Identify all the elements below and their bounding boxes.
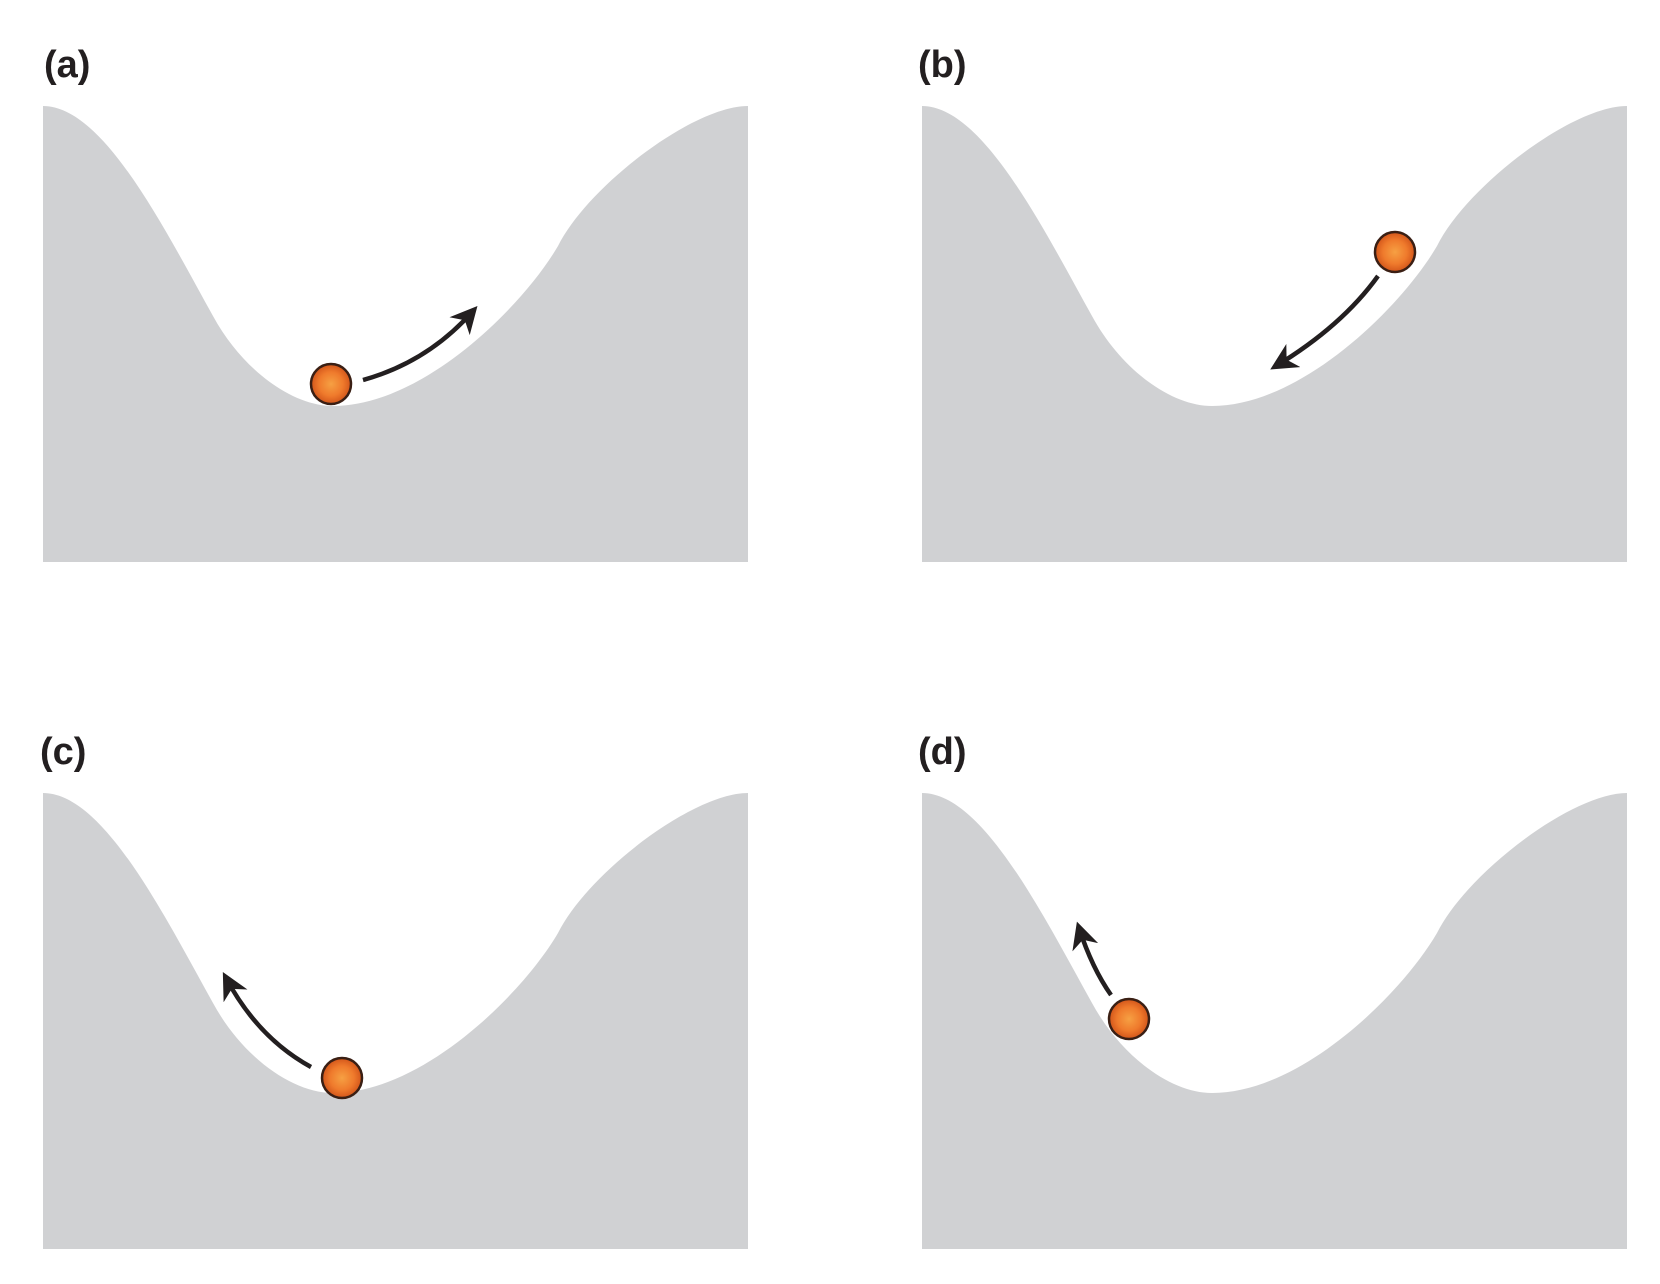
potential-landscape (922, 106, 1627, 562)
potential-landscape (43, 106, 748, 562)
ball (1373, 230, 1417, 274)
panel-c (43, 793, 748, 1249)
motion-arrow (362, 305, 478, 383)
ball (320, 1056, 364, 1100)
panel-label-a: (a) (44, 44, 91, 86)
panel-label-c: (c) (40, 731, 87, 773)
ball (309, 362, 353, 406)
panel-label-d: (d) (918, 731, 967, 773)
panel-label-b: (b) (918, 44, 967, 86)
panel-b (922, 106, 1627, 562)
panel-d (922, 793, 1627, 1249)
potential-landscape (922, 793, 1627, 1249)
motion-arrow (1072, 921, 1113, 997)
potential-landscape (43, 793, 748, 1249)
panel-a (43, 106, 748, 562)
motion-arrow (1270, 274, 1380, 370)
ball (1107, 997, 1151, 1041)
motion-arrow (222, 972, 313, 1069)
